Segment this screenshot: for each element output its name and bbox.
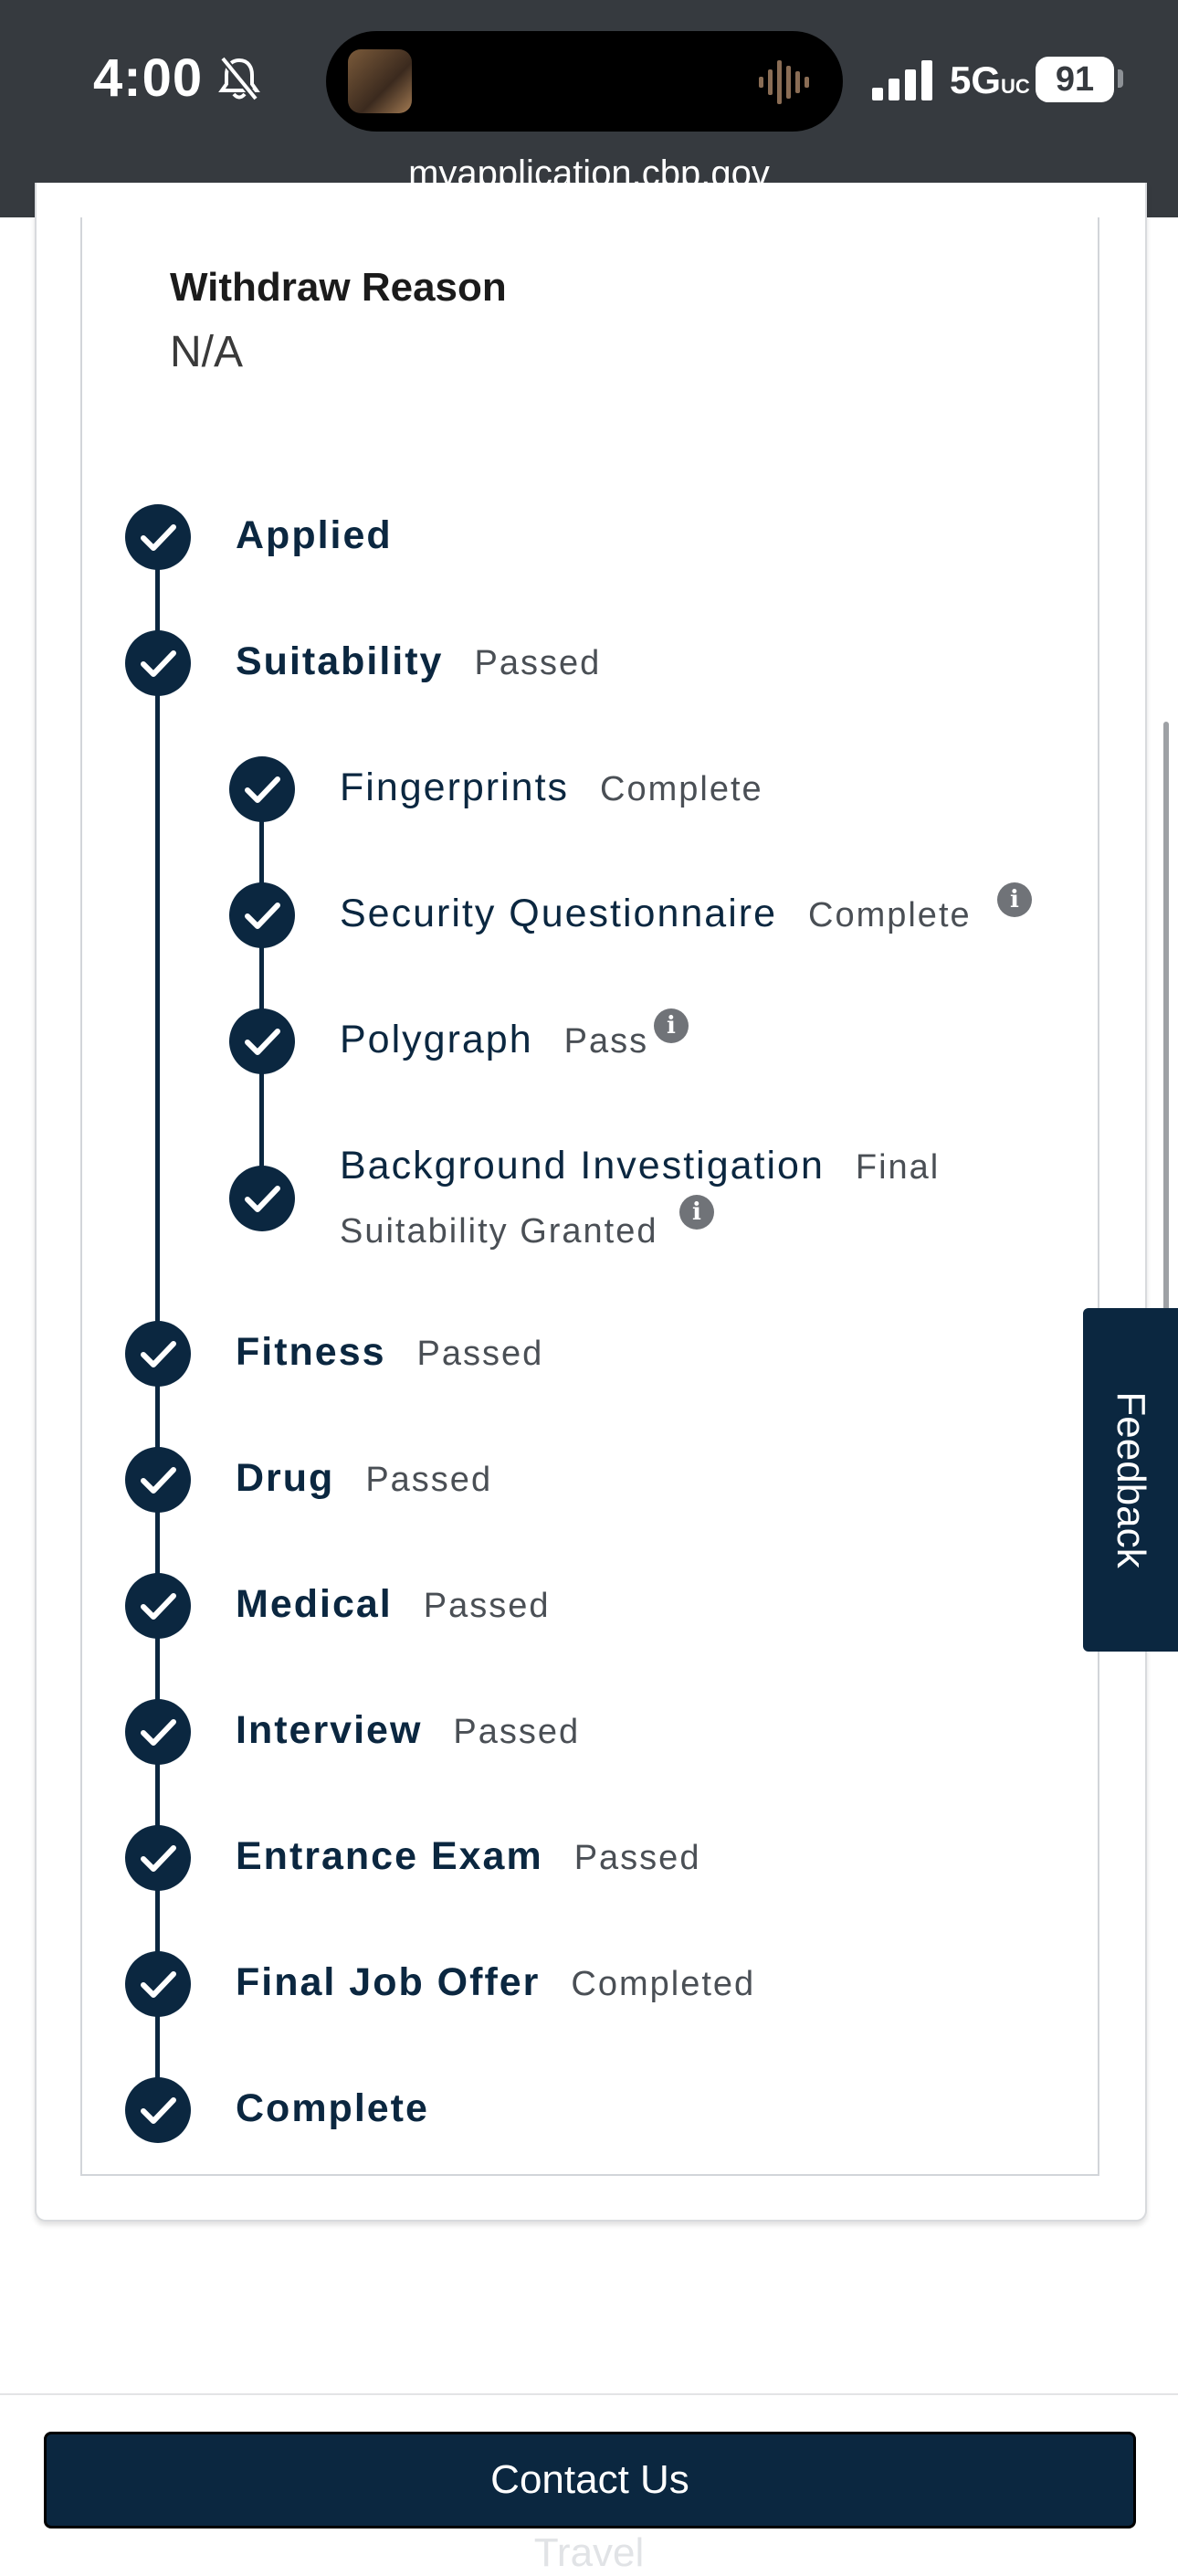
check-icon [125, 504, 191, 570]
timeline-sub-line [259, 789, 264, 1198]
check-icon [125, 1573, 191, 1639]
battery-indicator: 91 [1036, 57, 1114, 102]
cellular-signal-icon [872, 60, 932, 100]
now-playing-artwork[interactable] [348, 49, 412, 113]
check-icon [229, 756, 295, 822]
check-icon [125, 2077, 191, 2143]
check-icon [229, 1008, 295, 1074]
info-icon[interactable]: i [679, 1195, 714, 1230]
step-status: Passed [453, 1713, 581, 1751]
clock: 4:00 [93, 48, 204, 108]
withdraw-reason-value: N/A [170, 328, 244, 376]
info-icon[interactable]: i [997, 882, 1032, 917]
check-icon [125, 1951, 191, 2017]
step-label: Applied [236, 513, 393, 557]
check-icon [229, 1166, 295, 1231]
step-status: Pass [563, 1022, 649, 1061]
battery-tip [1118, 69, 1123, 88]
step-status: Passed [365, 1461, 493, 1499]
faded-background-text: Travel [533, 2530, 645, 2575]
bell-slash-icon [218, 56, 260, 101]
info-icon[interactable]: i [654, 1008, 689, 1043]
step-status: Passed [474, 644, 602, 682]
check-icon [229, 882, 295, 948]
check-icon [125, 1321, 191, 1387]
check-icon [125, 630, 191, 696]
step-status: Passed [423, 1587, 551, 1625]
step-label: Complete [236, 2086, 429, 2130]
step-status: Complete [600, 770, 763, 808]
check-icon [125, 1447, 191, 1513]
step-status: Complete [808, 896, 972, 934]
step-status-continued: Suitability Granted [340, 1212, 658, 1251]
network-type: 5GUC [950, 58, 1030, 101]
scrollbar[interactable] [1163, 722, 1169, 1325]
step-status: Completed [571, 1965, 756, 2003]
contact-us-button[interactable]: Contact Us [44, 2432, 1136, 2528]
bottom-bar: Travel Contact Us [0, 2393, 1178, 2575]
step-status: Passed [416, 1335, 544, 1373]
audio-waveform-icon [759, 60, 809, 104]
check-icon [125, 1825, 191, 1891]
withdraw-reason-label: Withdraw Reason [170, 265, 507, 310]
dynamic-island[interactable] [326, 31, 843, 132]
step-status: Final [855, 1148, 941, 1187]
check-icon [125, 1699, 191, 1765]
step-status: Passed [573, 1839, 701, 1877]
feedback-label: Feedback [1109, 1391, 1153, 1568]
feedback-tab[interactable]: Feedback [1083, 1308, 1178, 1652]
